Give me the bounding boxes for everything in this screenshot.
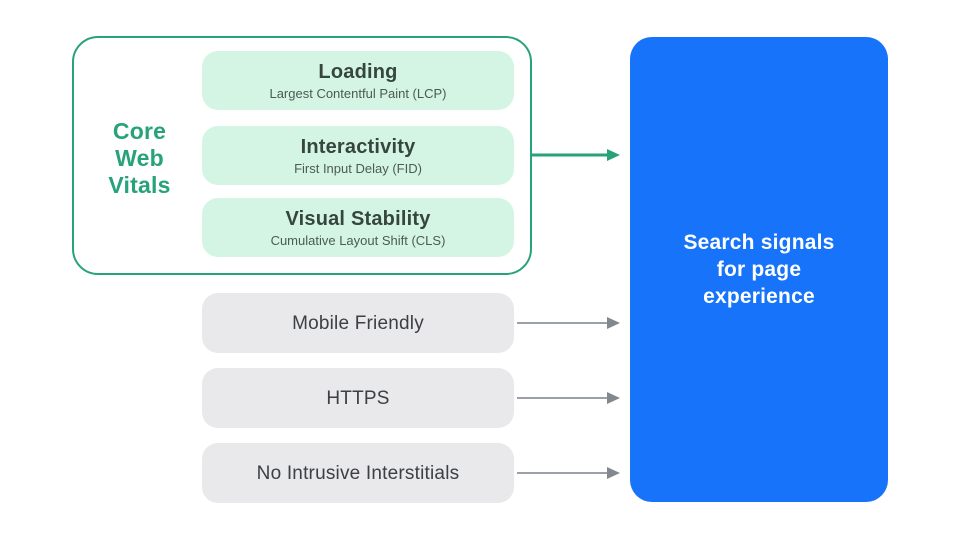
arrow-mobile-friendly-icon bbox=[517, 316, 620, 330]
cwv-item-interactivity: Interactivity First Input Delay (FID) bbox=[202, 126, 514, 185]
signal-mobile-friendly: Mobile Friendly bbox=[202, 293, 514, 353]
core-web-vitals-label: Core Web Vitals bbox=[108, 118, 171, 198]
signal-no-intrusive-interstitials: No Intrusive Interstitials bbox=[202, 443, 514, 503]
arrow-head bbox=[607, 317, 620, 329]
cwv-item-loading-subtitle: Largest Contentful Paint (LCP) bbox=[269, 85, 447, 101]
arrow-shaft bbox=[532, 153, 609, 157]
search-signals-result-label: Search signals for page experience bbox=[683, 231, 835, 308]
search-signals-result-box: Search signals for page experience bbox=[630, 37, 888, 502]
signal-mobile-friendly-label: Mobile Friendly bbox=[292, 312, 424, 334]
arrow-head bbox=[607, 149, 620, 161]
cwv-item-interactivity-title: Interactivity bbox=[300, 135, 416, 158]
signal-no-intrusive-interstitials-label: No Intrusive Interstitials bbox=[256, 462, 460, 484]
core-web-vitals-group-outline bbox=[72, 36, 532, 275]
arrow-shaft bbox=[517, 397, 609, 399]
arrow-https-icon bbox=[517, 391, 620, 405]
cwv-item-visual-stability: Visual Stability Cumulative Layout Shift… bbox=[202, 198, 514, 257]
arrow-no-intrusive-interstitials-icon bbox=[517, 466, 620, 480]
arrow-shaft bbox=[517, 472, 609, 474]
signal-https: HTTPS bbox=[202, 368, 514, 428]
arrow-core-web-vitals-icon bbox=[532, 148, 620, 162]
cwv-item-visual-stability-title: Visual Stability bbox=[285, 207, 431, 230]
arrow-head bbox=[607, 467, 620, 479]
cwv-item-interactivity-subtitle: First Input Delay (FID) bbox=[294, 160, 422, 176]
arrow-shaft bbox=[517, 322, 609, 324]
cwv-item-loading-title: Loading bbox=[318, 60, 398, 83]
cwv-item-visual-stability-subtitle: Cumulative Layout Shift (CLS) bbox=[270, 232, 446, 248]
signal-https-label: HTTPS bbox=[326, 387, 390, 409]
arrow-head bbox=[607, 392, 620, 404]
cwv-item-loading: Loading Largest Contentful Paint (LCP) bbox=[202, 51, 514, 110]
